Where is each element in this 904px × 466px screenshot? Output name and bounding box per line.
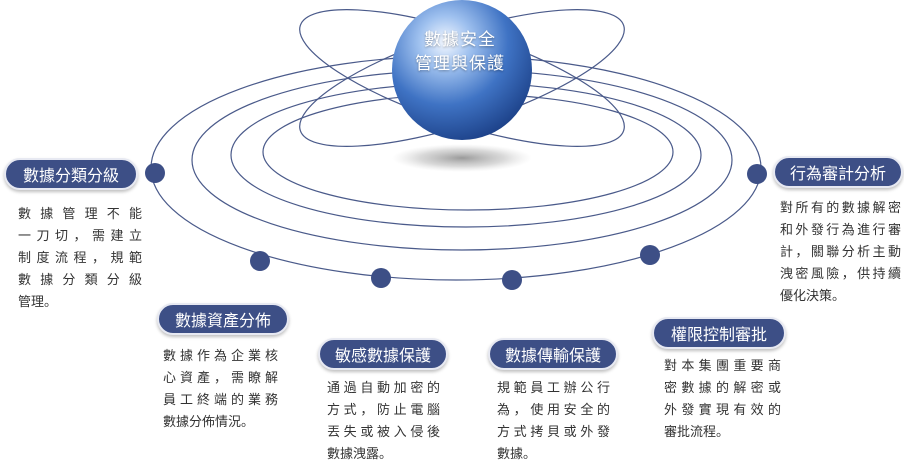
node-desc-sensitive: 通過自動加密的 方式，防止電腦 丟失或被入侵後 數據洩露。 [327,381,440,462]
orbit-dot-audit [747,164,767,184]
sphere-shadow [392,144,532,172]
node-desc-audit: 對所有的數據解密 和外發行為進行審 計，關聯分析主動 洩密風險，供持續 優化決策… [780,201,901,304]
node-title-approval: 權限控制審批 [652,317,786,349]
center-title-line1: 數據安全 [424,30,496,50]
node-title-classification: 數據分類分級 [4,158,138,190]
node-desc-approval: 對本集團重要商 密數據的解密或 外發實現有效的 審批流程。 [664,359,781,440]
center-sphere [392,0,532,140]
node-desc-classification: 數據管理不能 一刀切，需建立 制度流程，規範 數據分類分級 管理。 [18,207,142,310]
orbit-dot-sensitive [371,268,391,288]
node-desc-transfer: 規範員工辦公行 為，使用安全的 方式拷貝或外發 數據。 [497,381,610,462]
node-title-sensitive: 敏感數據保護 [318,338,448,370]
center-title: 數據安全 管理與保護 [390,28,530,76]
node-title-transfer: 數據傳輸保護 [488,338,618,370]
node-title-asset: 數據資產分佈 [157,303,289,335]
orbit-dot-approval [640,245,660,265]
node-desc-asset: 數據作為企業核 心資產，需瞭解 員工終端的業務 數據分佈情況。 [163,349,278,430]
center-title-line2: 管理與保護 [415,54,505,74]
orbit-dot-asset [250,251,270,271]
node-title-audit: 行為審計分析 [773,156,903,188]
orbit-dot-classification [145,163,165,183]
orbit-dot-transfer [502,270,522,290]
